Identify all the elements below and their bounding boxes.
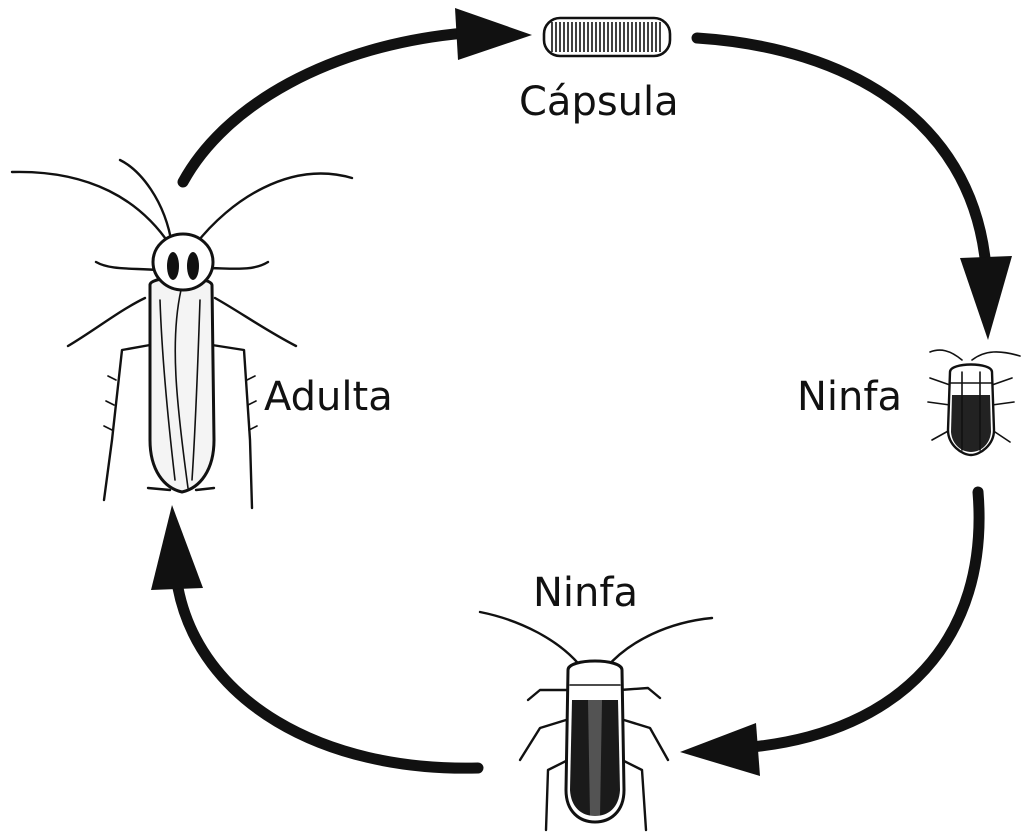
arrow-capsule-to-small-nymph <box>697 38 1012 340</box>
small-nymph-cockroach-icon <box>928 350 1020 455</box>
stage-label-capsula: Cápsula <box>519 79 679 125</box>
stage-label-ninfa-large: Ninfa <box>533 570 638 616</box>
egg-capsule-icon <box>544 18 670 56</box>
large-nymph-cockroach-icon <box>480 612 712 830</box>
arrow-small-nymph-to-large-nymph <box>680 492 979 776</box>
adult-cockroach-icon <box>12 160 352 508</box>
stage-label-adulta: Adulta <box>264 374 393 420</box>
stage-label-ninfa-small: Ninfa <box>797 374 902 420</box>
arrow-large-nymph-to-adult <box>151 505 478 768</box>
arrow-adult-to-capsule <box>183 8 532 182</box>
